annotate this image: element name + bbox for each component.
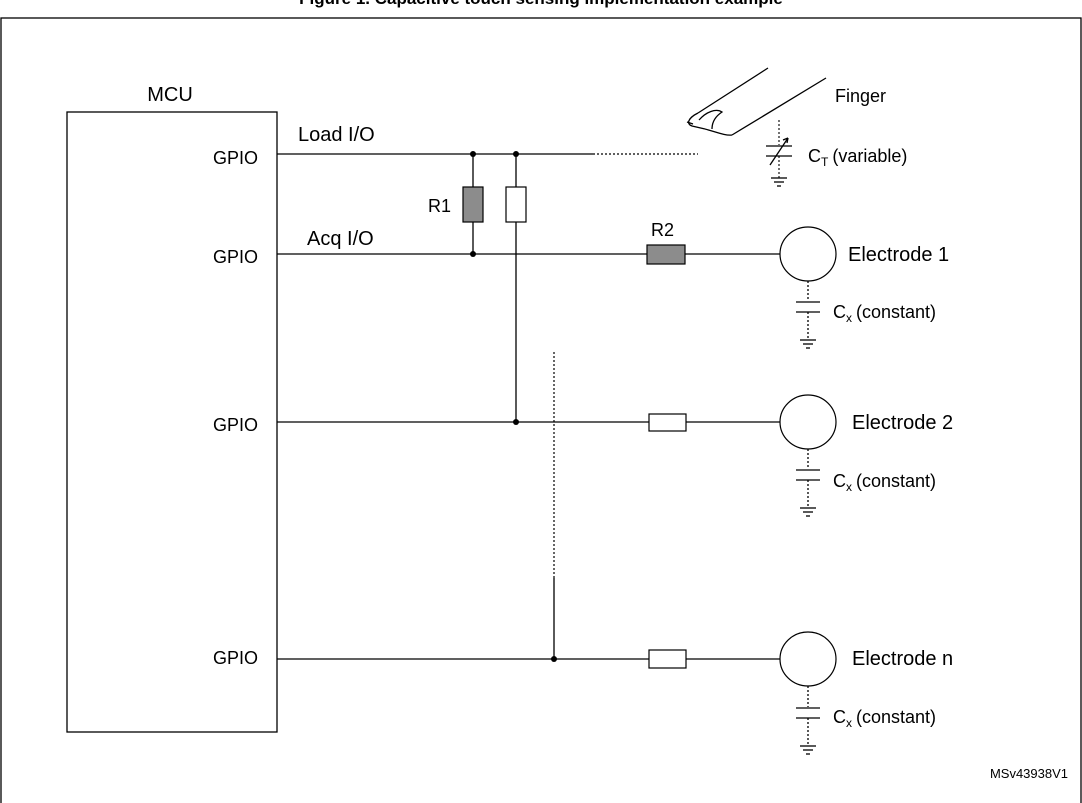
resistor-r2 xyxy=(646,244,686,265)
resistor-electrode-n xyxy=(648,649,687,669)
electrode-1-pad xyxy=(779,226,837,282)
resistor-electrode-2 xyxy=(648,413,687,432)
electrode-2-label: Electrode 2 xyxy=(852,412,953,434)
cx-n-label: Cx(constant) xyxy=(833,707,936,730)
figure-caption: Figure 1. Capacitive touch sensing imple… xyxy=(299,0,783,8)
resistor-bus2 xyxy=(505,186,527,223)
capacitor-cx-n xyxy=(796,686,820,755)
acq-io-label: Acq I/O xyxy=(307,228,374,250)
capacitor-cx-1 xyxy=(796,281,820,349)
resistor-r1 xyxy=(462,186,484,223)
capacitor-cx-2 xyxy=(796,449,820,517)
electrode-1-label: Electrode 1 xyxy=(848,244,949,266)
electrode-2-pad xyxy=(779,394,837,450)
load-io-label: Load I/O xyxy=(298,124,375,146)
mcu-label: MCU xyxy=(147,84,193,106)
junction-dot xyxy=(551,656,557,662)
figure-id: MSv43938V1 xyxy=(990,766,1068,781)
finger-label: Finger xyxy=(835,86,886,106)
variable-capacitor-ct xyxy=(766,120,792,187)
r2-label: R2 xyxy=(651,220,674,240)
electrode-n-label: Electrode n xyxy=(852,648,953,670)
finger-icon xyxy=(686,67,827,136)
gpio-label-2: GPIO xyxy=(213,247,258,267)
mcu-block xyxy=(66,111,278,733)
r1-label: R1 xyxy=(428,196,451,216)
cx-2-label: Cx(constant) xyxy=(833,471,936,494)
junction-dot xyxy=(470,251,476,257)
gpio-label-4: GPIO xyxy=(213,648,258,668)
figure-frame xyxy=(0,17,1082,803)
gpio-label-1: GPIO xyxy=(213,148,258,168)
gpio-label-3: GPIO xyxy=(213,415,258,435)
electrode-n-pad xyxy=(779,631,837,687)
ct-label: CT(variable) xyxy=(808,146,907,169)
cx-1-label: Cx(constant) xyxy=(833,302,936,325)
